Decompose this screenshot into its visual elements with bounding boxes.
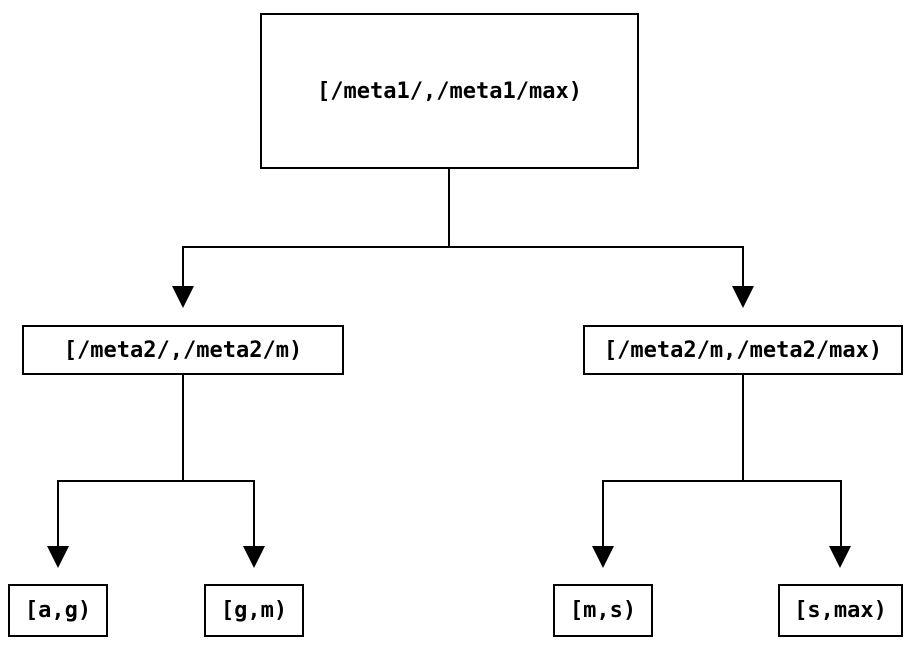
tree-node-right-child-label: [/meta2/m,/meta2/max): [603, 337, 883, 363]
arrowhead-down-icon: [732, 286, 754, 308]
connector-root-crossbar: [182, 246, 744, 248]
tree-node-right-child: [/meta2/m,/meta2/max): [583, 325, 903, 375]
arrowhead-down-icon: [47, 546, 69, 568]
tree-node-left-child: [/meta2/,/meta2/m): [22, 325, 344, 375]
arrowhead-down-icon: [243, 546, 265, 568]
connector-left-to-gm-drop: [253, 480, 255, 546]
tree-leaf-ag-label: [a,g): [24, 598, 92, 623]
arrowhead-down-icon: [592, 546, 614, 568]
tree-node-root: [/meta1/,/meta1/max): [260, 13, 639, 169]
connector-right-trunk: [742, 375, 744, 482]
tree-leaf-smax: [s,max): [778, 584, 903, 637]
connector-left-trunk: [182, 375, 184, 482]
tree-leaf-gm-label: [g,m): [220, 598, 288, 623]
connector-left-to-ag-drop: [57, 480, 59, 546]
connector-root-trunk: [448, 169, 450, 248]
tree-leaf-ag: [a,g): [8, 584, 108, 637]
connector-left-crossbar: [57, 480, 255, 482]
tree-leaf-gm: [g,m): [204, 584, 304, 637]
arrowhead-down-icon: [829, 546, 851, 568]
tree-leaf-ms: [m,s): [553, 584, 653, 637]
connector-right-to-smax-drop: [840, 480, 842, 546]
tree-leaf-ms-label: [m,s): [569, 598, 637, 623]
arrowhead-down-icon: [172, 286, 194, 308]
tree-node-left-child-label: [/meta2/,/meta2/m): [63, 337, 303, 363]
tree-node-root-label: [/meta1/,/meta1/max): [317, 78, 582, 104]
tree-leaf-smax-label: [s,max): [794, 598, 887, 623]
connector-root-to-right-drop: [742, 246, 744, 288]
connector-right-to-ms-drop: [602, 480, 604, 546]
connector-root-to-left-drop: [182, 246, 184, 288]
connector-right-crossbar: [602, 480, 842, 482]
